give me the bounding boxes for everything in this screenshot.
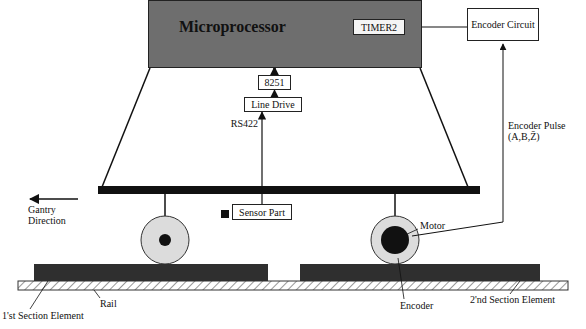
part-label: Motor <box>420 220 460 231</box>
circuit-box: Encoder Circuit <box>467 8 539 41</box>
driver-box: Line Drive <box>244 97 302 112</box>
node-text: Sensor Part <box>239 207 285 218</box>
sensor-element <box>221 210 229 218</box>
direction-arrow <box>30 198 78 200</box>
wheel-axle <box>159 234 171 246</box>
signal-connector <box>273 68 276 75</box>
node-text: TIMER2 <box>361 22 397 33</box>
timer-box: TIMER2 <box>353 19 405 35</box>
leader-line <box>94 290 100 298</box>
gantry-platform <box>98 186 480 194</box>
processor-box: Microprocessor TIMER2 <box>148 0 422 68</box>
encoder-pulse-wire <box>412 44 503 236</box>
wheel <box>141 216 189 264</box>
edge-label: RS422 <box>208 118 258 129</box>
rail <box>18 281 568 290</box>
signal-label: Encoder Pulse (A,B,Z̄) <box>508 120 582 142</box>
leader-line <box>30 281 48 309</box>
part-label: 1'st Section Element <box>2 310 112 321</box>
leader-line <box>510 281 520 294</box>
node-text: 8251 <box>265 77 285 88</box>
part-label: 2'nd Section Element <box>470 294 582 305</box>
direction-label: Gantry Direction <box>28 204 88 226</box>
uart-box: 8251 <box>258 75 291 90</box>
part-label: Rail <box>100 298 130 309</box>
section-element <box>300 264 540 281</box>
gantry-side <box>102 68 150 187</box>
node-text: Encoder Circuit <box>471 19 535 30</box>
leader-line <box>398 258 404 299</box>
node-text: Microprocessor <box>179 18 286 36</box>
leader-line <box>403 229 418 236</box>
signal-connector <box>274 90 275 97</box>
gantry-side <box>420 68 468 187</box>
node-text: Line Drive <box>251 99 295 110</box>
part-label: Encoder <box>400 300 450 311</box>
section-element <box>34 264 268 281</box>
sensor-box: Sensor Part <box>232 204 292 220</box>
motor <box>381 226 409 254</box>
signal-connector <box>261 112 262 204</box>
wheel <box>371 216 419 264</box>
